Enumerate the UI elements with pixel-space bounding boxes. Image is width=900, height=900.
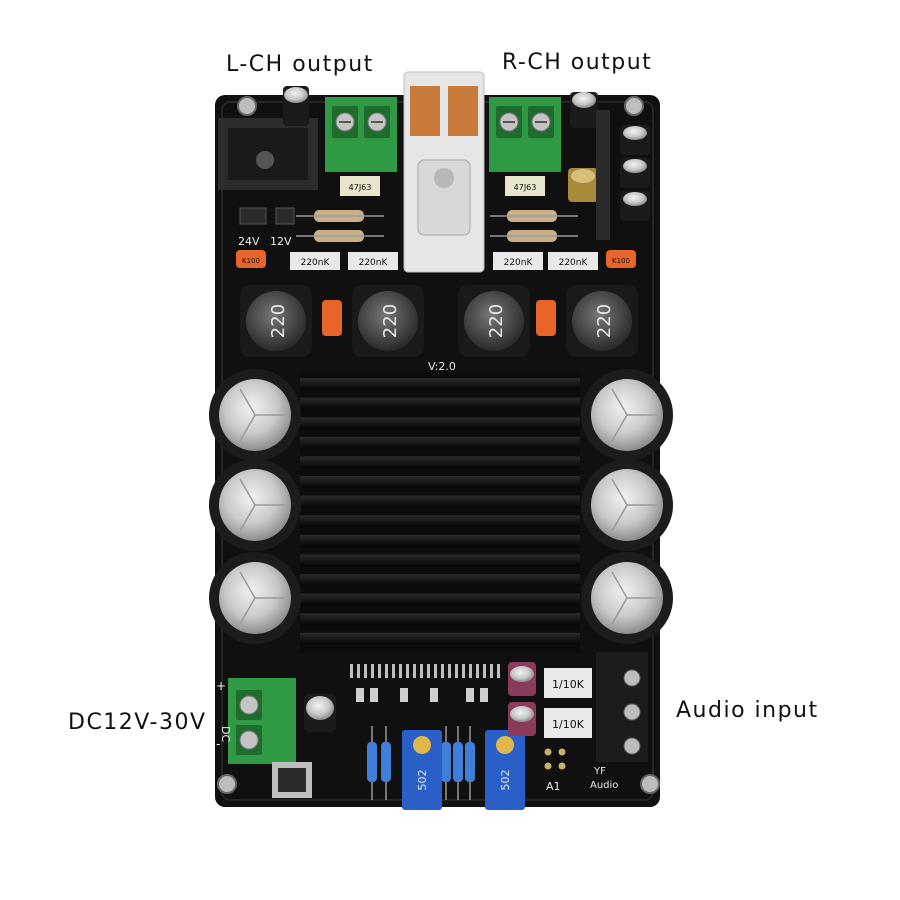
voltage-regulator xyxy=(218,118,318,190)
input-caps xyxy=(508,662,536,736)
svg-text:220nK: 220nK xyxy=(504,258,534,268)
ic-pin-row xyxy=(350,664,500,678)
heatsink-fin xyxy=(300,456,580,469)
silk-a1: A1 xyxy=(546,780,561,793)
audio-input-terminal xyxy=(596,652,648,762)
orange-capacitor-right: K100 xyxy=(606,250,636,268)
svg-text:47J63: 47J63 xyxy=(514,183,537,192)
silk-dc-plus: + xyxy=(216,679,226,693)
heatsink-fin xyxy=(300,515,580,528)
heatsink-fin xyxy=(300,378,580,390)
callout-audio-input: Audio input xyxy=(676,698,819,723)
callout-right-channel-output: R-CH output xyxy=(502,50,653,75)
svg-text:220nK: 220nK xyxy=(559,258,589,268)
svg-text:47J63: 47J63 xyxy=(349,183,372,192)
large-electrolytic-capacitor xyxy=(209,459,301,551)
header-pins xyxy=(544,748,566,770)
silk-24v: 24V xyxy=(238,235,260,248)
film-capacitor-3: 220nK xyxy=(493,252,543,270)
large-electrolytic-capacitor xyxy=(209,369,301,461)
box-capacitor-left: 47J63 xyxy=(340,176,380,196)
callout-power-input: DC12V-30V xyxy=(68,710,207,735)
small-caps-right xyxy=(568,92,650,240)
signal-resistors xyxy=(367,726,475,800)
heatsink-fin xyxy=(300,613,580,626)
power-terminal xyxy=(228,678,296,764)
inductor-4: 220 xyxy=(566,285,638,357)
inductor-2: 220 xyxy=(352,285,424,357)
film-capacitor-4: 220nK xyxy=(548,252,598,270)
large-electrolytic-capacitor xyxy=(209,552,301,644)
mounting-holes xyxy=(217,96,660,794)
left-channel-terminal xyxy=(325,97,397,172)
svg-text:220: 220 xyxy=(486,304,507,338)
large-electrolytic-capacitor xyxy=(581,369,673,461)
svg-text:502: 502 xyxy=(499,770,512,791)
heatsink xyxy=(300,372,580,654)
heatsink-fin xyxy=(300,574,580,586)
svg-text:502: 502 xyxy=(416,770,429,791)
voltage-jumper xyxy=(239,207,295,225)
orange-capacitor-left: K100 xyxy=(236,250,266,268)
trimpot-right: 502 xyxy=(485,730,525,810)
large-electrolytic-capacitor xyxy=(581,552,673,644)
callout-left-channel-output: L-CH output xyxy=(226,52,374,77)
svg-text:220: 220 xyxy=(380,304,401,338)
resistor-pack-1: 1/10K xyxy=(544,668,592,698)
heatsink-fin xyxy=(300,397,580,410)
heatsink-fin xyxy=(300,436,580,449)
heatsink-fin xyxy=(300,534,580,547)
orange-capacitor-mid-left xyxy=(322,300,342,336)
heatsink-fin xyxy=(300,593,580,606)
silk-audio: Audio xyxy=(590,780,618,791)
right-channel-terminal xyxy=(489,97,561,172)
smd-parts xyxy=(356,688,488,702)
film-capacitor-2: 220nK xyxy=(348,252,398,270)
audio-small-cap xyxy=(304,694,336,732)
heatsink-fin xyxy=(300,632,580,645)
relay xyxy=(403,71,485,273)
silk-12v: 12V xyxy=(270,235,292,248)
silk-version: V:2.0 xyxy=(428,360,456,373)
svg-text:1/10K: 1/10K xyxy=(552,678,585,691)
heatsink-fin xyxy=(300,554,580,567)
dc-regulator-chip xyxy=(272,762,312,798)
orange-capacitor-mid-right xyxy=(536,300,556,336)
heatsink-fin xyxy=(300,495,580,508)
small-electrolytic-cap xyxy=(283,86,309,126)
resistor-pack-2: 1/10K xyxy=(544,708,592,738)
power-resistors-left xyxy=(296,210,384,242)
trimpot-left: 502 xyxy=(402,730,442,810)
svg-text:K100: K100 xyxy=(242,257,260,265)
inductor-3: 220 xyxy=(458,285,530,357)
svg-text:1/10K: 1/10K xyxy=(552,718,585,731)
svg-text:220: 220 xyxy=(268,304,289,338)
large-electrolytic-capacitor xyxy=(581,459,673,551)
heatsink-fin xyxy=(300,476,580,488)
power-resistors-right xyxy=(490,210,578,242)
inductor-1: 220 xyxy=(240,285,312,357)
svg-text:220nK: 220nK xyxy=(359,258,389,268)
box-capacitor-right: 47J63 xyxy=(505,176,545,196)
silk-yf: YF xyxy=(593,766,606,777)
svg-text:K100: K100 xyxy=(612,257,630,265)
svg-text:220nK: 220nK xyxy=(301,258,331,268)
film-capacitor-1: 220nK xyxy=(290,252,340,270)
silk-dc: DC xyxy=(219,726,232,742)
heatsink-fin xyxy=(300,417,580,430)
svg-text:220: 220 xyxy=(594,304,615,338)
silk-dc-minus: - xyxy=(216,737,220,751)
